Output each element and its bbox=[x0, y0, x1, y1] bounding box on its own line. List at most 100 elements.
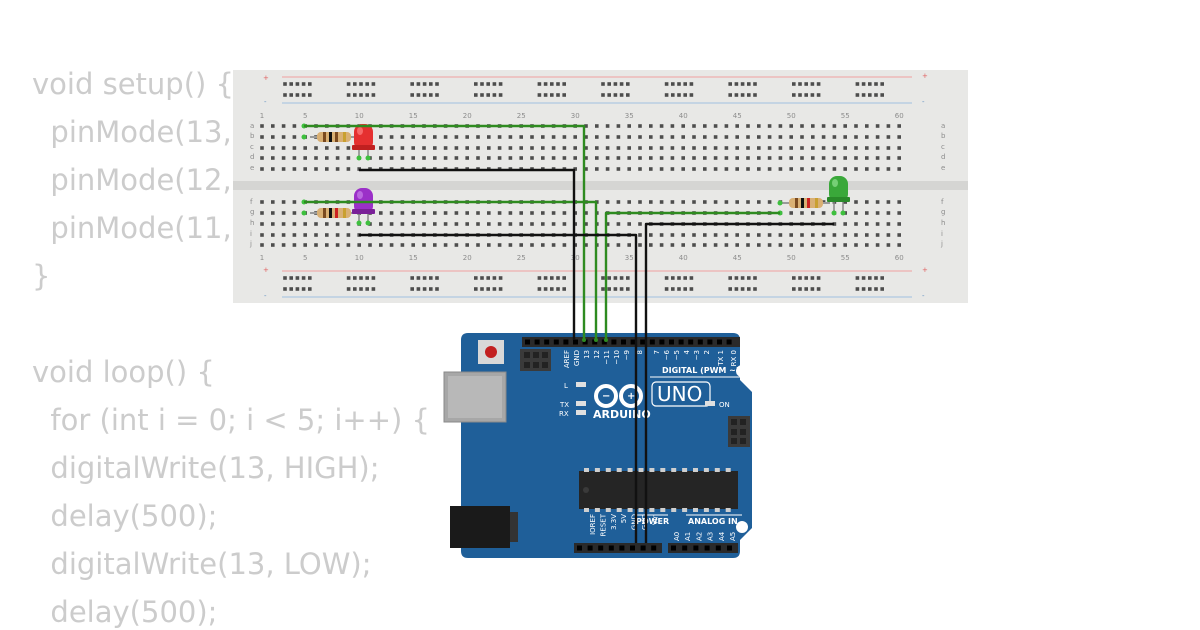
digital-pin-label: ~9 bbox=[623, 350, 631, 360]
rail-plus-label-tr: + bbox=[922, 72, 928, 80]
tx-led-label: TX bbox=[559, 401, 569, 409]
row-letter: a bbox=[250, 122, 254, 130]
column-number: 15 bbox=[409, 254, 418, 262]
column-number: 45 bbox=[733, 254, 742, 262]
row-letter: d bbox=[250, 153, 254, 161]
rx-led bbox=[576, 410, 586, 415]
digital-pin-label: 7 bbox=[653, 350, 661, 354]
digital-pin-label: TX 1 bbox=[717, 350, 725, 367]
row-letter: f bbox=[941, 198, 944, 206]
rail-minus-label-br: - bbox=[922, 292, 925, 300]
led-green[interactable] bbox=[827, 176, 850, 212]
breadboard-center-channel bbox=[233, 181, 968, 190]
wire-gnd-red-led[interactable] bbox=[359, 168, 576, 340]
power-pin-label: Vin bbox=[651, 514, 659, 525]
column-number: 15 bbox=[409, 112, 418, 120]
brand-label: ARDUINO bbox=[593, 408, 651, 421]
atmega-chip bbox=[579, 468, 738, 512]
power-pin-label: 3.3V bbox=[610, 514, 618, 530]
icsp-header-top bbox=[520, 349, 551, 371]
column-number: 20 bbox=[463, 254, 472, 262]
rail-minus-label-tr: - bbox=[922, 98, 925, 106]
row-letter: b bbox=[250, 132, 255, 140]
analog-pin-label: A1 bbox=[684, 532, 692, 541]
wire-gnd-purple-led[interactable] bbox=[359, 233, 638, 543]
column-number: 60 bbox=[895, 254, 904, 262]
icsp-header-right bbox=[728, 416, 750, 447]
rail-plus-label-tl: + bbox=[263, 74, 269, 82]
digital-pin-label: ~3 bbox=[693, 350, 701, 360]
analog-pin-label: A0 bbox=[673, 532, 681, 541]
digital-pin-label: ~5 bbox=[673, 350, 681, 360]
row-letter: e bbox=[941, 164, 945, 172]
column-number: 20 bbox=[463, 112, 472, 120]
wire-pin13-red-led[interactable] bbox=[304, 124, 586, 340]
resistor-1[interactable] bbox=[310, 132, 358, 142]
column-number: 35 bbox=[625, 112, 634, 120]
component-contact-dots bbox=[301, 123, 846, 226]
logo-minus-icon: − bbox=[602, 391, 610, 402]
column-number: 35 bbox=[625, 254, 634, 262]
rail-plus-label-br: + bbox=[922, 266, 928, 274]
analog-pin-label: A4 bbox=[718, 531, 726, 541]
column-number: 25 bbox=[517, 254, 526, 262]
digital-pin-label: RX 0 bbox=[730, 350, 738, 366]
reset-button-cap[interactable] bbox=[485, 346, 497, 358]
resistor-3[interactable] bbox=[782, 198, 830, 208]
row-letter: c bbox=[250, 143, 254, 151]
column-number: 5 bbox=[303, 254, 307, 262]
digital-pin-label: GND bbox=[573, 350, 581, 366]
analog-pin-label: A3 bbox=[707, 532, 715, 541]
analog-header bbox=[668, 543, 738, 553]
digital-pin-label: ~6 bbox=[663, 349, 671, 360]
mount-hole-3 bbox=[736, 521, 748, 533]
digital-pin-label: 13 bbox=[583, 350, 591, 359]
digital-pin-label: AREF bbox=[563, 350, 571, 368]
column-number: 55 bbox=[841, 112, 850, 120]
row-letter: g bbox=[941, 208, 945, 216]
row-letter: j bbox=[940, 240, 943, 248]
code-line: for (int i = 0; i < 5; i++) { bbox=[32, 403, 430, 437]
model-label: UNO bbox=[657, 382, 702, 406]
digital-pin-label: 12 bbox=[593, 350, 601, 359]
row-letter: h bbox=[250, 219, 254, 227]
power-pin-label: GND bbox=[631, 514, 639, 530]
logo-plus-icon: + bbox=[627, 391, 635, 402]
row-letter: a bbox=[941, 122, 945, 130]
digital-header-sockets bbox=[525, 339, 732, 345]
rail-plus-label-bl: + bbox=[263, 266, 269, 274]
column-number: 50 bbox=[787, 112, 796, 120]
digital-label: DIGITAL (PWM ~) bbox=[662, 366, 740, 375]
column-number: 40 bbox=[679, 254, 688, 262]
column-number: 25 bbox=[517, 112, 526, 120]
row-letter: h bbox=[941, 219, 945, 227]
row-letter: g bbox=[250, 208, 254, 216]
code-line: void loop() { bbox=[32, 355, 215, 389]
analog-label: ANALOG IN bbox=[688, 517, 738, 526]
resistor-2[interactable] bbox=[310, 208, 358, 218]
on-led-label: ON bbox=[719, 401, 730, 409]
wire-pin11-green-led[interactable] bbox=[604, 211, 780, 340]
power-pin-label: 5V bbox=[620, 514, 628, 523]
analog-pin-label: A5 bbox=[729, 532, 737, 541]
wire-pin12-purple-led[interactable] bbox=[304, 200, 598, 340]
code-line: } bbox=[32, 259, 51, 293]
digital-pin-label: 8 bbox=[636, 350, 644, 354]
column-number: 10 bbox=[355, 254, 364, 262]
digital-pin-label: ~10 bbox=[613, 350, 621, 365]
code-line: digitalWrite(13, LOW); bbox=[32, 547, 372, 581]
power-pin-label: IOREF bbox=[589, 514, 597, 535]
l-led-label: L bbox=[564, 382, 568, 390]
column-number: 40 bbox=[679, 112, 688, 120]
wire-gnd-green-led[interactable] bbox=[644, 222, 834, 543]
column-number: 30 bbox=[571, 254, 580, 262]
column-number: 30 bbox=[571, 112, 580, 120]
rail-minus-label-bl: - bbox=[264, 292, 267, 300]
code-line: delay(500); bbox=[32, 595, 218, 629]
